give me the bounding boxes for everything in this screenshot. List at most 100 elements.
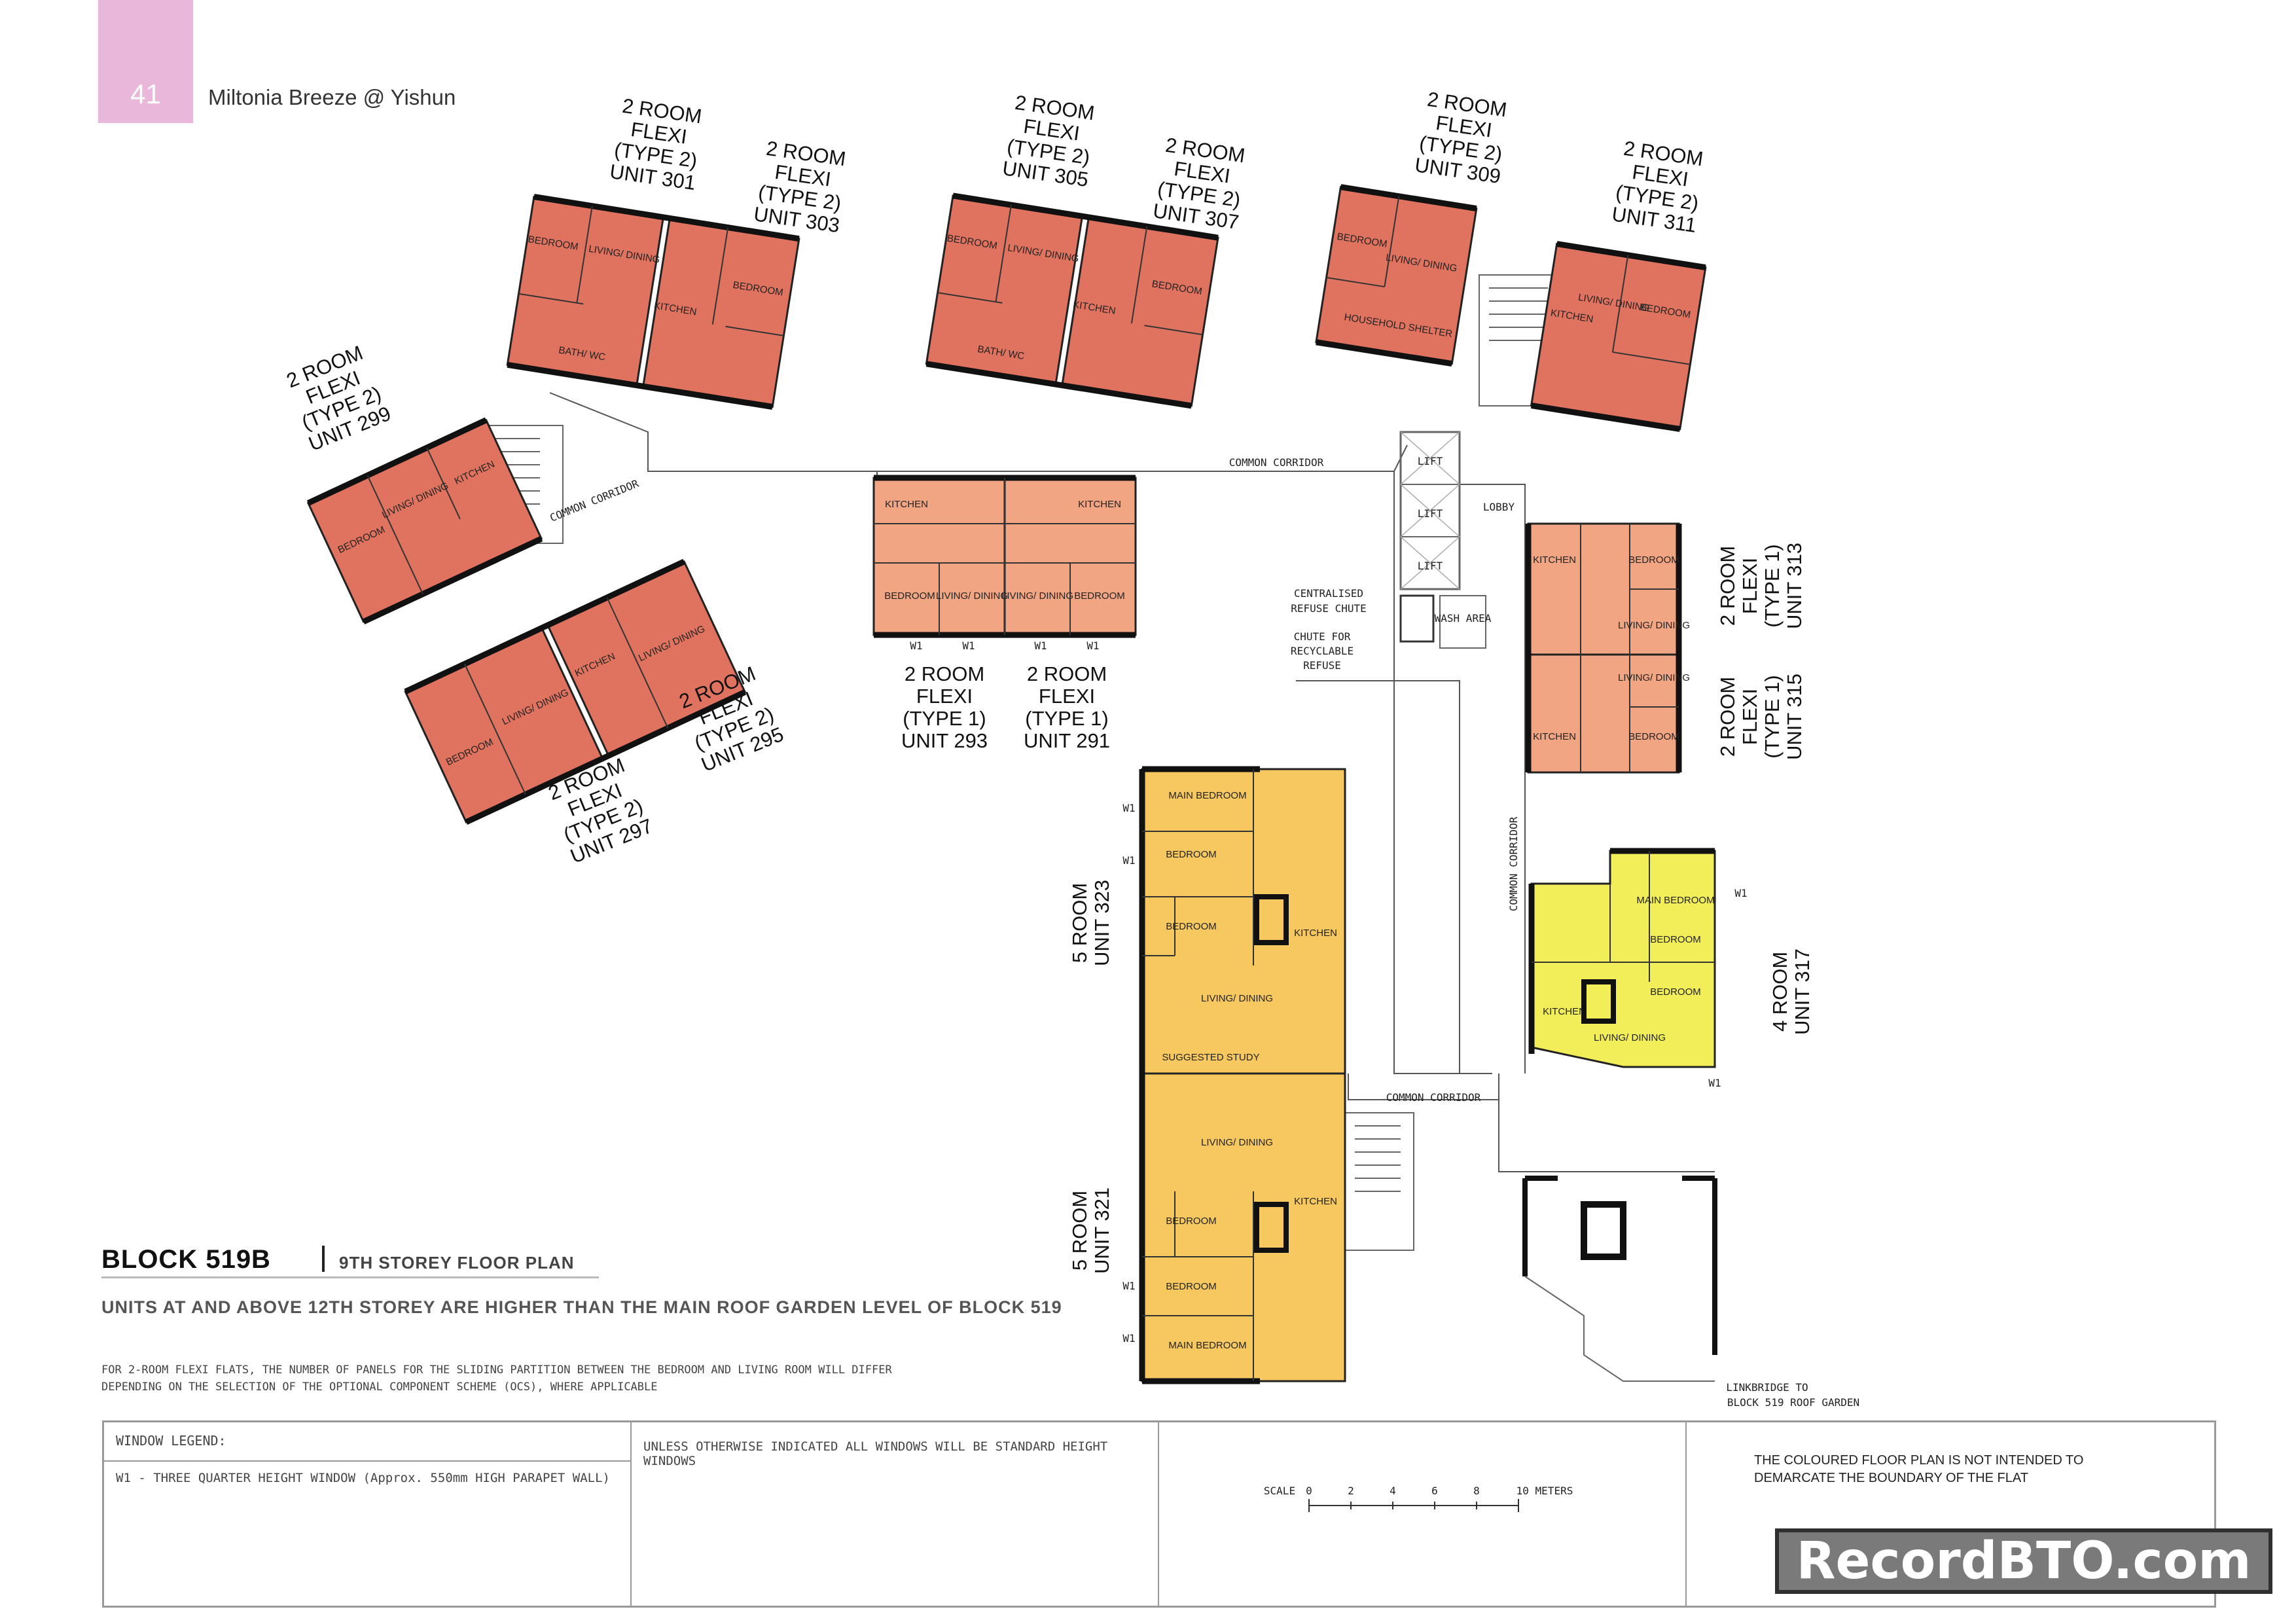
room-label: LIVING/ DINING — [1201, 993, 1273, 1004]
lobby-label: LOBBY — [1483, 501, 1515, 513]
scale-bar — [1308, 1499, 1519, 1512]
room-label: BEDROOM — [1628, 554, 1679, 566]
block-title: BLOCK 519B — [101, 1245, 271, 1274]
unit-291-label-3: (TYPE 1) — [1025, 707, 1108, 730]
unit-291-label-1: 2 ROOM — [1027, 662, 1107, 685]
window-label: W1 — [962, 640, 975, 652]
unit-321-label-1: 5 ROOM — [1068, 1191, 1091, 1271]
room-label: KITCHEN — [1533, 554, 1576, 566]
room-label: BEDROOM — [1166, 921, 1217, 932]
window-label: W1 — [1122, 802, 1135, 814]
unit-311-cluster: KITCHEN LIVING/ DINING BEDROOM — [1530, 241, 1707, 432]
staircase-bottom — [1341, 1112, 1414, 1251]
unit-293-291-cluster: KITCHEN KITCHEN BEDROOM LIVING/ DINING L… — [872, 475, 1137, 638]
scale-labels: SCALE 0 2 4 6 8 10 METERS — [1264, 1485, 1573, 1497]
window-legend-w1: W1 - THREE QUARTER HEIGHT WINDOW (Approx… — [116, 1471, 610, 1485]
room-label: LIVING/ DINING — [936, 590, 1008, 602]
room-label: KITCHEN — [885, 499, 928, 510]
scale-label: SCALE — [1264, 1485, 1295, 1497]
room-label: KITCHEN — [1543, 1006, 1586, 1017]
window-label: W1 — [1086, 640, 1099, 652]
window-label: W1 — [1122, 1332, 1135, 1344]
common-corridor-label-left: COMMON CORRIDOR — [548, 477, 640, 524]
unit-301-303-cluster: BEDROOM LIVING/ DINING KITCHEN BEDROOM B… — [506, 194, 800, 410]
refuse-chute-label-1: CENTRALISED — [1294, 587, 1363, 600]
recycle-chute-label-1: CHUTE FOR — [1294, 630, 1351, 643]
block-subtitle: 9TH STOREY FLOOR PLAN — [339, 1253, 575, 1272]
unit-321-floor — [1141, 1072, 1346, 1382]
unit-293-label-3: (TYPE 1) — [903, 707, 986, 730]
document-title: Miltonia Breeze @ Yishun — [208, 85, 456, 109]
scale-tick-4: 4 — [1390, 1485, 1396, 1497]
room-label: KITCHEN — [1533, 731, 1576, 742]
window-markers: W1 W1 W1 W1 W1 W1 W1 W1 W1 W1 — [910, 640, 1747, 1344]
room-label: KITCHEN — [1294, 1196, 1337, 1207]
unit-293-label-2: FLEXI — [916, 685, 973, 708]
room-label: KITCHEN — [1078, 499, 1121, 510]
unit-313-label-2: FLEXI — [1738, 558, 1761, 614]
refuse-chute — [1399, 594, 1435, 643]
unit-317-label-1: 4 ROOM — [1768, 952, 1791, 1032]
room-label: MAIN BEDROOM — [1168, 1340, 1246, 1351]
unit-293-label-1: 2 ROOM — [905, 662, 984, 685]
room-label: BEDROOM — [1650, 986, 1701, 998]
room-label: BEDROOM — [1074, 590, 1125, 602]
title-separator — [322, 1246, 325, 1272]
linkbridge-label-2: BLOCK 519 ROOF GARDEN — [1727, 1396, 1859, 1409]
flexi-note: FOR 2-ROOM FLEXI FLATS, THE NUMBER OF PA… — [101, 1363, 892, 1394]
wash-area-label: WASH AREA — [1435, 612, 1492, 624]
common-corridor-label-mid: COMMON CORRIDOR — [1386, 1091, 1481, 1104]
room-label: MAIN BEDROOM — [1168, 790, 1246, 801]
room-label: LIVING/ DINING — [1201, 1137, 1273, 1148]
refuse-chute-label-2: REFUSE CHUTE — [1291, 602, 1367, 615]
wash-area-room — [1439, 595, 1486, 649]
room-label: SUGGESTED STUDY — [1162, 1052, 1259, 1063]
room-label: BEDROOM — [1650, 934, 1701, 945]
room-label: MAIN BEDROOM — [1636, 895, 1714, 906]
unit-317-floor — [1530, 850, 1716, 1068]
scale-tick-6: 6 — [1431, 1485, 1438, 1497]
common-corridor-label-top: COMMON CORRIDOR — [1229, 456, 1324, 469]
watermark-logo: RecordBTO.com — [1775, 1528, 2272, 1594]
lift-label-2: LIFT — [1418, 507, 1443, 520]
room-label: LIVING/ DINING — [1618, 620, 1690, 631]
lift-core: LIFT LIFT LIFT WASH AREA LOBBY CENTRALIS… — [1291, 431, 1515, 672]
standard-window-note: UNLESS OTHERWISE INDICATED ALL WINDOWS W… — [643, 1439, 1108, 1468]
room-label: LIVING/ DINING — [1618, 672, 1690, 683]
unit-293-label-4: UNIT 293 — [901, 729, 988, 752]
room-label: BEDROOM — [1166, 1281, 1217, 1292]
room-label: BEDROOM — [884, 590, 935, 602]
plan-disclaimer: THE COLOURED FLOOR PLAN IS NOT INTENDED … — [1754, 1453, 2084, 1485]
scale-cell — [1159, 1422, 1687, 1606]
lift-label-1: LIFT — [1418, 455, 1443, 467]
window-label: W1 — [1122, 854, 1135, 867]
unit-313-label-1: 2 ROOM — [1716, 546, 1739, 626]
unit-317-label-2: UNIT 317 — [1791, 948, 1814, 1035]
window-legend-cell: WINDOW LEGEND: W1 - THREE QUARTER HEIGHT… — [104, 1422, 632, 1606]
window-label: W1 — [1122, 1280, 1135, 1292]
standard-window-cell: UNLESS OTHERWISE INDICATED ALL WINDOWS W… — [632, 1422, 1159, 1606]
unit-323-floor — [1141, 768, 1346, 1075]
scale-tick-2: 2 — [1348, 1485, 1354, 1497]
room-label: LIVING/ DINING — [1594, 1032, 1666, 1043]
unit-311-floor — [1530, 242, 1707, 431]
window-label: W1 — [1708, 1077, 1721, 1089]
recycle-chute-label-3: REFUSE — [1303, 659, 1341, 672]
roof-garden-outline: LINKBRIDGE TO BLOCK 519 ROOF GARDEN — [1522, 1176, 1859, 1409]
recycle-chute-label-2: RECYCLABLE — [1291, 645, 1354, 657]
unit-315-label-3: (TYPE 1) — [1761, 675, 1784, 758]
scale-tick-0: 0 — [1306, 1485, 1312, 1497]
room-label: KITCHEN — [1294, 928, 1337, 939]
title-rule — [101, 1276, 599, 1278]
room-label: BEDROOM — [1166, 1216, 1217, 1227]
window-label: W1 — [910, 640, 922, 652]
page-number: 41 — [130, 79, 161, 109]
window-label: W1 — [1734, 887, 1747, 899]
scale-tick-10: 10 METERS — [1516, 1485, 1573, 1497]
linkbridge-label-1: LINKBRIDGE TO — [1726, 1381, 1808, 1394]
room-label: BEDROOM — [1166, 849, 1217, 860]
unit-313-label-4: UNIT 313 — [1783, 543, 1806, 629]
unit-315-label-2: FLEXI — [1738, 689, 1761, 745]
unit-323-label-2: UNIT 323 — [1090, 880, 1113, 966]
